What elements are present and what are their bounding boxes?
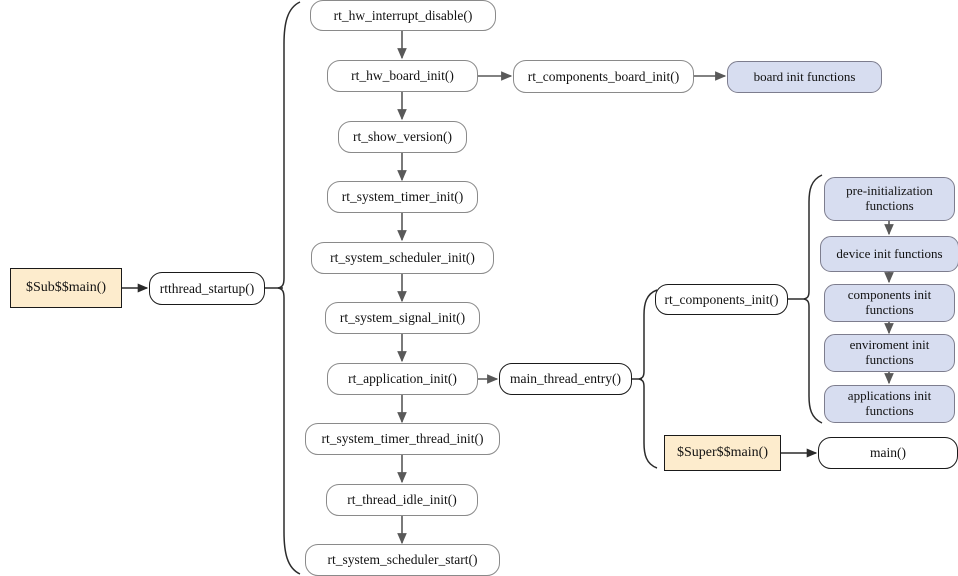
node-rt-show-version[interactable]: rt_show_version()	[338, 121, 467, 153]
node-rt-show-version-label: rt_show_version()	[353, 129, 452, 145]
node-rt-hw-interrupt-disable-label: rt_hw_interrupt_disable()	[333, 7, 473, 23]
node-rt-system-signal-init[interactable]: rt_system_signal_init()	[325, 302, 480, 334]
node-rt-system-timer-init-label: rt_system_timer_init()	[341, 189, 464, 205]
node-rt-components-init-label: rt_components_init()	[664, 291, 779, 307]
node-super-main-label: $Super$$main()	[677, 445, 768, 461]
node-rt-system-scheduler-init-label: rt_system_scheduler_init()	[330, 250, 475, 266]
node-applications-init-functions[interactable]: applications init functions	[824, 385, 955, 423]
node-pre-initialization-functions[interactable]: pre-initialization functions	[824, 177, 955, 221]
node-rt-hw-board-init-label: rt_hw_board_init()	[351, 68, 454, 84]
node-rt-system-scheduler-start-label: rt_system_scheduler_start()	[327, 552, 478, 568]
node-main-label: main()	[870, 445, 906, 461]
node-sub-main-label: $Sub$$main()	[25, 280, 107, 296]
node-super-main[interactable]: $Super$$main()	[664, 435, 781, 471]
init-functions-brace	[803, 174, 823, 424]
node-rt-hw-interrupt-disable[interactable]: rt_hw_interrupt_disable()	[310, 0, 496, 31]
node-enviroment-init-functions-label: enviroment init functions	[849, 337, 930, 367]
node-rt-system-scheduler-start[interactable]: rt_system_scheduler_start()	[305, 544, 500, 576]
node-components-init-functions-label: components init functions	[847, 287, 932, 317]
node-applications-init-functions-label: applications init functions	[847, 388, 932, 418]
node-rt-thread-idle-init-label: rt_thread_idle_init()	[347, 492, 457, 508]
node-rt-hw-board-init[interactable]: rt_hw_board_init()	[327, 60, 478, 92]
node-main[interactable]: main()	[818, 437, 958, 469]
node-rt-application-init[interactable]: rt_application_init()	[327, 363, 478, 395]
node-components-init-functions[interactable]: components init functions	[824, 284, 955, 322]
node-device-init-functions-label: device init functions	[836, 245, 943, 261]
node-rt-components-init[interactable]: rt_components_init()	[655, 284, 788, 315]
node-rt-system-signal-init-label: rt_system_signal_init()	[339, 310, 466, 326]
node-board-init-functions[interactable]: board init functions	[727, 61, 882, 93]
node-rt-system-scheduler-init[interactable]: rt_system_scheduler_init()	[311, 242, 494, 274]
node-board-init-functions-label: board init functions	[753, 68, 856, 84]
node-rt-application-init-label: rt_application_init()	[348, 371, 457, 387]
node-rtthread-startup[interactable]: rtthread_startup()	[149, 272, 265, 305]
node-rt-components-board-init-label: rt_components_board_init()	[527, 68, 680, 84]
node-enviroment-init-functions[interactable]: enviroment init functions	[824, 334, 955, 372]
node-main-thread-entry-label: main_thread_entry()	[510, 371, 621, 387]
node-sub-main[interactable]: $Sub$$main()	[10, 268, 122, 308]
node-rt-system-timer-thread-init[interactable]: rt_system_timer_thread_init()	[305, 423, 500, 455]
node-rt-components-board-init[interactable]: rt_components_board_init()	[513, 60, 694, 93]
node-rt-thread-idle-init[interactable]: rt_thread_idle_init()	[326, 484, 478, 516]
startup-chain-brace	[277, 1, 301, 575]
node-pre-initialization-functions-label: pre-initialization functions	[846, 183, 933, 213]
node-rt-system-timer-init[interactable]: rt_system_timer_init()	[327, 181, 478, 213]
node-rtthread-startup-label: rtthread_startup()	[159, 280, 255, 296]
node-device-init-functions[interactable]: device init functions	[820, 236, 958, 272]
main-thread-entry-brace	[638, 289, 658, 469]
node-main-thread-entry[interactable]: main_thread_entry()	[499, 363, 632, 395]
node-rt-system-timer-thread-init-label: rt_system_timer_thread_init()	[321, 431, 484, 447]
